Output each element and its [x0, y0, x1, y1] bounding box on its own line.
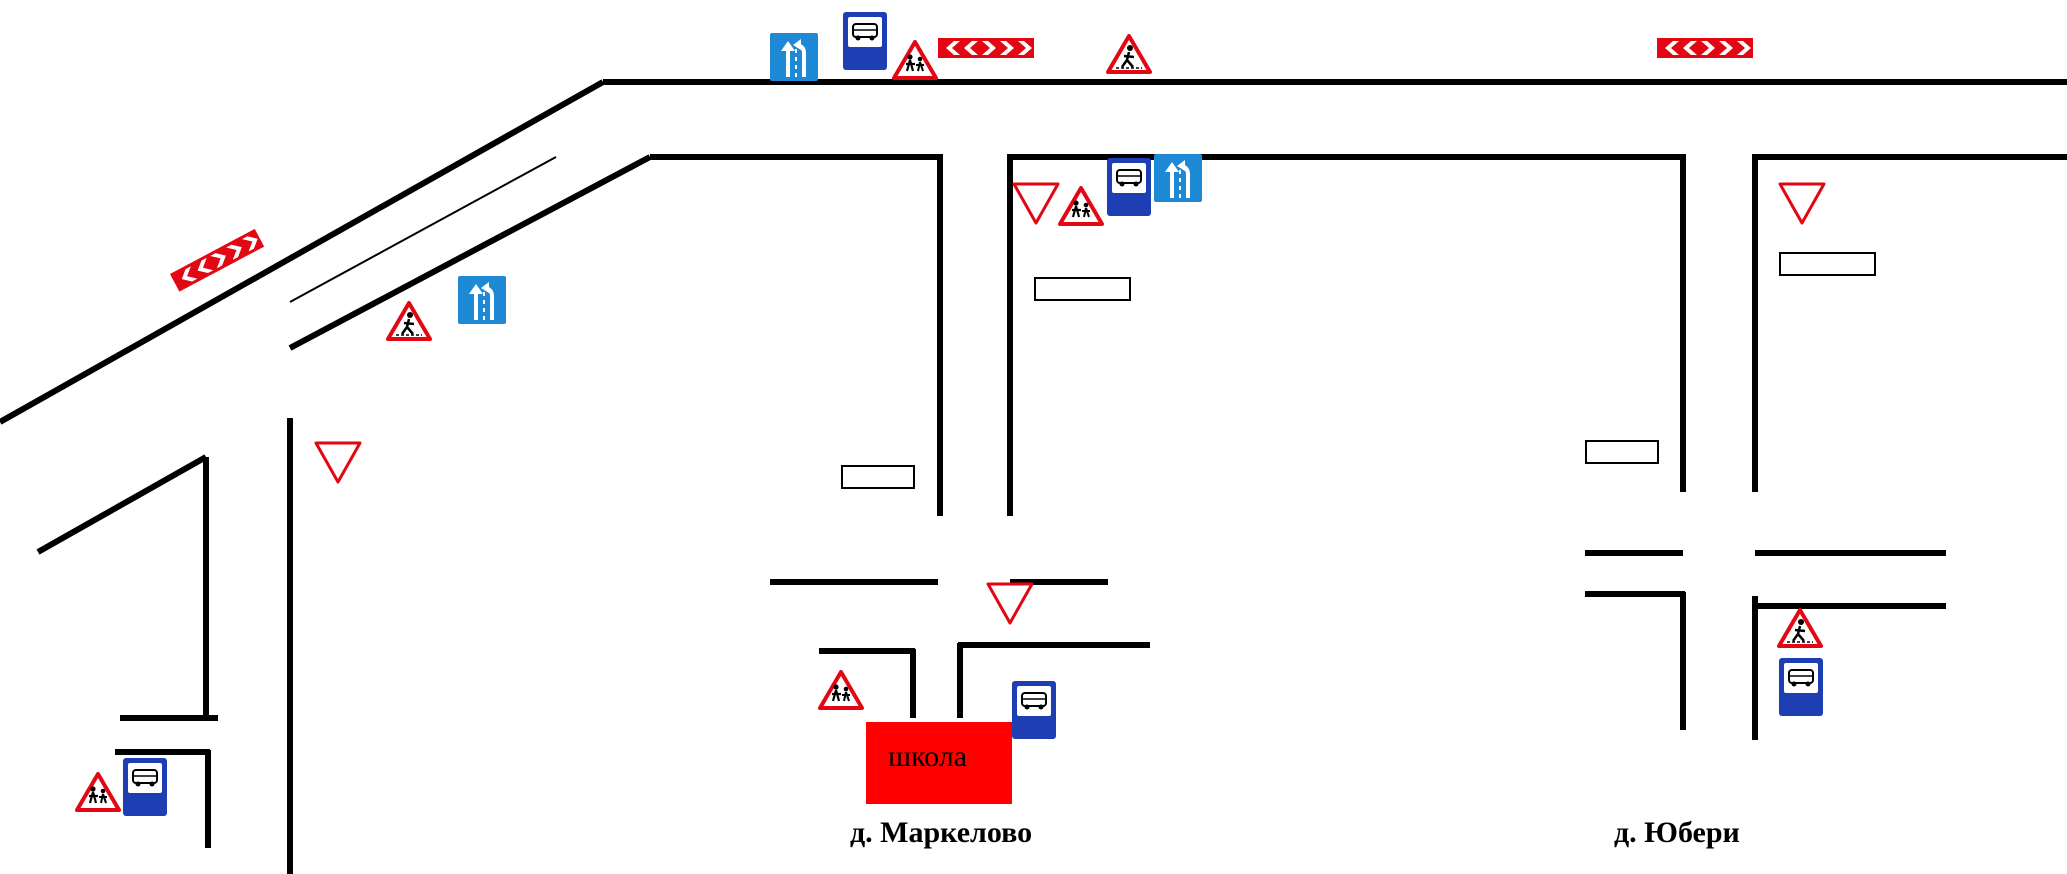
blank-plate	[1034, 277, 1131, 301]
school: школа	[866, 722, 1012, 804]
yield-icon	[1012, 182, 1060, 225]
children-warning-icon	[75, 772, 121, 812]
main-road-centerline	[289, 156, 557, 303]
village-label-markelovo: д. Маркелово	[850, 816, 1032, 849]
lane-direction-icon	[1152, 152, 1204, 204]
yield-icon	[986, 582, 1034, 625]
bus-stop-icon	[1011, 680, 1057, 740]
children-warning-icon	[892, 40, 938, 80]
bus-stop-icon	[1106, 157, 1152, 217]
blank-plate	[1585, 440, 1659, 464]
pedestrian-crossing-icon	[386, 301, 432, 341]
main-road-diagonal-outer	[0, 79, 605, 425]
roads	[0, 79, 2067, 874]
lane-direction-icon	[456, 274, 508, 326]
blank-plate	[1779, 252, 1876, 276]
bus-stop-icon	[842, 11, 888, 71]
school-building	[866, 722, 1012, 804]
signs	[75, 11, 1826, 817]
chevron-turn-icon	[938, 38, 1034, 58]
school-label: школа	[888, 740, 967, 773]
yield-icon	[1778, 182, 1826, 225]
blank-plate	[841, 465, 915, 489]
children-warning-icon	[818, 670, 864, 710]
children-warning-icon	[1058, 186, 1104, 226]
village-label-yuberi: д. Юбери	[1614, 816, 1740, 849]
pedestrian-crossing-icon	[1106, 34, 1152, 74]
main-road-diagonal-inner	[288, 154, 652, 351]
chevron-turn-icon	[1657, 38, 1753, 58]
bus-stop-icon	[1778, 657, 1824, 717]
lane-direction-icon	[768, 31, 820, 83]
pedestrian-crossing-icon	[1777, 608, 1823, 648]
left-branch-diagonal	[36, 454, 208, 555]
bus-stop-icon	[122, 757, 168, 817]
yield-icon	[314, 441, 362, 484]
